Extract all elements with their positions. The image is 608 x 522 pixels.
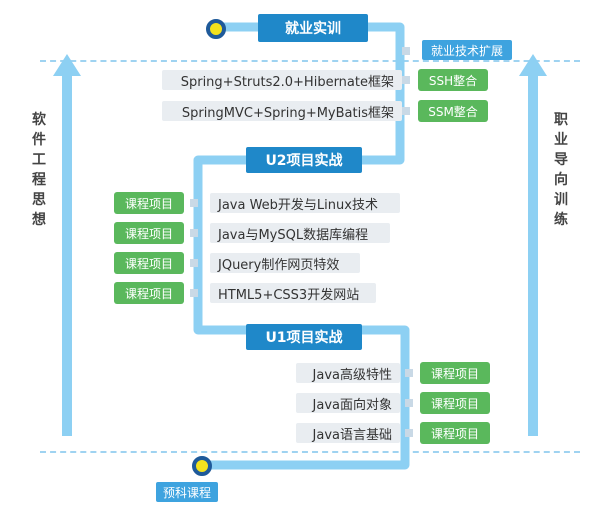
u2-badge-4: 课程项目: [114, 282, 184, 304]
u1-badge-2: 课程项目: [420, 392, 490, 414]
top-dashed-line: [40, 60, 580, 62]
u1-topic-java-advanced: Java高级特性: [296, 363, 400, 383]
u1-topic-java-oop: Java面向对象: [296, 393, 400, 413]
u1-topic-java-basics: Java语言基础: [296, 423, 400, 443]
badge-ssh: SSH整合: [418, 69, 488, 91]
badge-ssm: SSM整合: [418, 100, 488, 122]
right-vertical-label: 职业导向训练: [554, 112, 568, 228]
u2-topic-javaweb-linux: Java Web开发与Linux技术: [210, 193, 400, 213]
u2-topic-java-mysql: Java与MySQL数据库编程: [210, 223, 390, 243]
u2-badge-3: 课程项目: [114, 252, 184, 274]
left-vertical-label: 软件工程思想: [32, 112, 46, 228]
start-dot-icon: [206, 19, 226, 39]
u2-topic-html5-css3: HTML5+CSS3开发网站: [210, 283, 376, 303]
right-up-arrow: [519, 54, 547, 436]
u1-badge-3: 课程项目: [420, 422, 490, 444]
topic-ssm: SpringMVC+Spring+MyBatis框架: [162, 101, 402, 121]
employment-tech-extension-tag: 就业技术扩展: [422, 40, 512, 60]
u2-header: U2项目实战: [246, 147, 362, 173]
u2-badge-1: 课程项目: [114, 192, 184, 214]
u1-header: U1项目实战: [246, 324, 362, 350]
topic-ssh: Spring+Struts2.0+Hibernate框架: [162, 70, 402, 90]
u2-topic-jquery: JQuery制作网页特效: [210, 253, 360, 273]
end-dot-icon: [192, 456, 212, 476]
left-up-arrow: [53, 54, 81, 436]
u1-badge-1: 课程项目: [420, 362, 490, 384]
preparatory-course-tag: 预科课程: [156, 482, 218, 502]
bottom-dashed-line: [40, 451, 580, 453]
u2-badge-2: 课程项目: [114, 222, 184, 244]
path-top-segment: [193, 22, 410, 470]
employment-training-header: 就业实训: [258, 14, 368, 42]
